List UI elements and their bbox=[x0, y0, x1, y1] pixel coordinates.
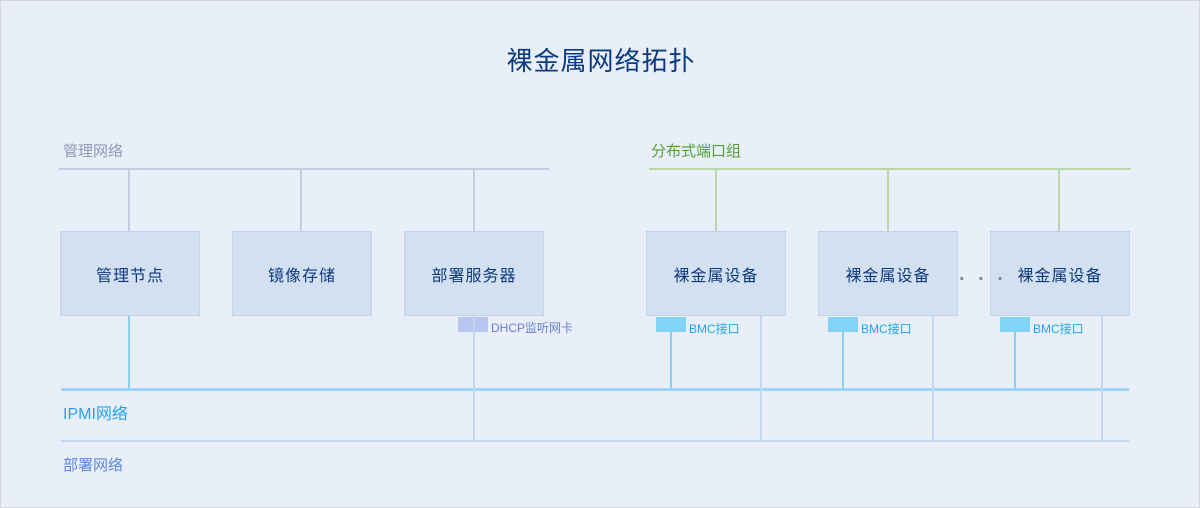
ipmi-network-bus bbox=[61, 388, 1129, 391]
connector-bare-metal-2-bmc-to-ipmi bbox=[842, 332, 844, 389]
node-label: 管理节点 bbox=[95, 267, 164, 285]
connector-mgmt-to-management-node bbox=[128, 168, 130, 231]
zone-label-ipmi-network: IPMI网络 bbox=[63, 406, 128, 423]
dhcp-nic-label: DHCP监听网卡 bbox=[491, 321, 574, 335]
node-label: 部署服务器 bbox=[431, 267, 517, 285]
bmc-nic-label-2: BMC接口 bbox=[861, 322, 912, 336]
devices-ellipsis: . . . bbox=[959, 263, 1007, 285]
connector-deployment-server-to-deployment-network bbox=[473, 316, 475, 441]
distributed-port-group-bus bbox=[649, 168, 1131, 170]
connector-dpg-to-bare-metal-1 bbox=[715, 168, 717, 231]
node-management-node[interactable]: 管理节点 bbox=[60, 231, 200, 316]
deployment-network-bus bbox=[61, 440, 1129, 442]
connector-bare-metal-3-to-deployment-network bbox=[1101, 316, 1103, 441]
connector-mgmt-to-image-storage bbox=[300, 168, 302, 231]
management-network-bus bbox=[59, 168, 549, 170]
zone-label-management-network: 管理网络 bbox=[63, 143, 124, 160]
page-title: 裸金属网络拓扑 bbox=[506, 46, 696, 76]
bmc-nic-label-3: BMC接口 bbox=[1033, 322, 1084, 336]
node-bare-metal-1[interactable]: 裸金属设备 bbox=[646, 231, 786, 316]
connector-bare-metal-3-bmc-to-ipmi bbox=[1014, 332, 1016, 389]
zone-label-deployment-network: 部署网络 bbox=[63, 457, 124, 474]
connector-mgmt-to-deployment-server bbox=[473, 168, 475, 231]
node-bare-metal-3[interactable]: 裸金属设备 bbox=[990, 231, 1130, 316]
connector-bare-metal-1-bmc-to-ipmi bbox=[670, 332, 672, 389]
connector-bare-metal-1-to-deployment-network bbox=[760, 316, 762, 441]
bmc-nic-chip-1[interactable] bbox=[656, 317, 686, 332]
bmc-nic-chip-3[interactable] bbox=[1000, 317, 1030, 332]
node-deployment-server[interactable]: 部署服务器 bbox=[404, 231, 544, 316]
connector-management-node-to-ipmi bbox=[128, 316, 130, 389]
node-label: 镜像存储 bbox=[267, 267, 336, 285]
node-label: 裸金属设备 bbox=[845, 267, 931, 285]
connector-dpg-to-bare-metal-2 bbox=[887, 168, 889, 231]
node-label: 裸金属设备 bbox=[1017, 267, 1103, 285]
node-label: 裸金属设备 bbox=[673, 267, 759, 285]
bmc-nic-label-1: BMC接口 bbox=[689, 322, 740, 336]
connector-bare-metal-2-to-deployment-network bbox=[932, 316, 934, 441]
node-image-storage[interactable]: 镜像存储 bbox=[232, 231, 372, 316]
node-bare-metal-2[interactable]: 裸金属设备 bbox=[818, 231, 958, 316]
bmc-nic-chip-2[interactable] bbox=[828, 317, 858, 332]
zone-label-distributed-port-group: 分布式端口组 bbox=[651, 143, 742, 160]
connector-dpg-to-bare-metal-3 bbox=[1058, 168, 1060, 231]
